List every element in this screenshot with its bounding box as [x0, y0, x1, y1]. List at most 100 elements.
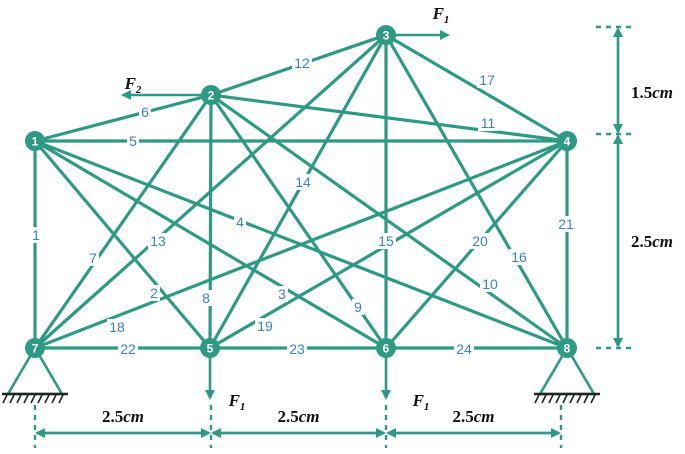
- member-label-13: 13: [150, 233, 166, 249]
- member-label-bg: [509, 249, 529, 265]
- member-16: [384, 33, 569, 350]
- member-label-bg: [470, 233, 490, 249]
- supports-layer: [2, 345, 600, 404]
- node-label: 3: [383, 29, 390, 43]
- ground-hatch: [569, 394, 575, 404]
- member-13: [33, 33, 388, 350]
- node-circle: [376, 338, 396, 358]
- dim-bottom-2: 2.5cm: [277, 407, 319, 426]
- member-label-5: 5: [129, 133, 137, 149]
- ground-hatch: [555, 394, 561, 404]
- member-label-1: 1: [32, 227, 40, 243]
- ground-hatch: [548, 394, 554, 404]
- node-circle: [376, 25, 396, 45]
- member-label-3: 3: [278, 286, 286, 302]
- member-label-bg: [118, 341, 138, 357]
- member-label-bg: [30, 227, 42, 243]
- ground-hatch: [44, 394, 50, 404]
- ground-hatch: [2, 394, 8, 404]
- node-circle: [557, 131, 577, 151]
- dim-bottom-1: 2.5cm: [102, 407, 144, 426]
- force-label: F1: [432, 4, 450, 26]
- member-label-bg: [352, 299, 364, 315]
- member-label-2: 2: [150, 285, 158, 301]
- node-5: 5: [200, 338, 220, 358]
- member-label-22: 22: [120, 341, 136, 357]
- node-8: 8: [557, 338, 577, 358]
- support-node-8: [534, 345, 600, 404]
- member-label-21: 21: [558, 216, 574, 232]
- node-label: 6: [383, 342, 390, 356]
- ground-hatch: [583, 394, 589, 404]
- ground-hatch: [37, 394, 43, 404]
- member-label-bg: [376, 233, 396, 249]
- member-label-4: 4: [236, 214, 244, 230]
- ground-hatch: [23, 394, 29, 404]
- member-label-bg: [276, 286, 288, 302]
- member-label-9: 9: [354, 299, 362, 315]
- node-3: 3: [376, 25, 396, 45]
- member-label-23: 23: [289, 341, 305, 357]
- member-label-18: 18: [109, 319, 125, 335]
- member-label-19: 19: [257, 318, 273, 334]
- member-label-11: 11: [481, 115, 496, 131]
- ground-hatch: [534, 394, 540, 404]
- node-circle: [25, 131, 45, 151]
- member-label-20: 20: [472, 233, 488, 249]
- member-label-bg: [200, 290, 212, 306]
- member-2: [33, 139, 212, 350]
- member-label-bg: [107, 319, 127, 335]
- member-label-bg: [292, 55, 312, 71]
- member-6: [33, 93, 213, 143]
- ground-hatch: [30, 394, 36, 404]
- ground-hatch: [576, 394, 582, 404]
- node-7: 7: [25, 338, 45, 358]
- ground-hatch: [9, 394, 15, 404]
- member-11: [209, 93, 569, 143]
- node-label: 5: [207, 342, 214, 356]
- member-label-14: 14: [295, 174, 311, 190]
- member-label-8: 8: [202, 290, 210, 306]
- node-label: 1: [32, 135, 39, 149]
- ground-hatch: [590, 394, 596, 404]
- member-label-6: 6: [141, 104, 149, 120]
- member-17: [384, 33, 569, 143]
- dim-right-1: 1.5cm: [631, 83, 673, 102]
- force-label: F1: [412, 391, 430, 413]
- node-4: 4: [557, 131, 577, 151]
- member-label-bg: [293, 174, 313, 190]
- node-circle: [201, 85, 221, 105]
- member-label-bg: [477, 72, 497, 88]
- member-label-bg: [127, 133, 139, 149]
- member-14: [208, 33, 388, 350]
- member-18: [33, 139, 569, 350]
- member-label-bg: [287, 341, 307, 357]
- member-label-24: 24: [456, 341, 472, 357]
- node-2: 2: [201, 85, 221, 105]
- member-label-bg: [148, 233, 168, 249]
- node-label: 4: [564, 135, 571, 149]
- node-1: 1: [25, 131, 45, 151]
- member-label-bg: [454, 341, 474, 357]
- node-circle: [557, 338, 577, 358]
- member-label-bg: [87, 250, 99, 266]
- member-label-7: 7: [89, 250, 97, 266]
- member-label-bg: [478, 115, 498, 131]
- ground-hatch: [58, 394, 64, 404]
- node-circle: [200, 338, 220, 358]
- ground-hatch: [562, 394, 568, 404]
- ground-hatch: [16, 394, 22, 404]
- node-label: 8: [564, 342, 571, 356]
- member-label-bg: [234, 214, 246, 230]
- dim-right-2: 2.5cm: [631, 232, 673, 251]
- member-label-15: 15: [378, 233, 394, 249]
- member-label-bg: [556, 216, 576, 232]
- node-circle: [25, 338, 45, 358]
- node-6: 6: [376, 338, 396, 358]
- ground-hatch: [541, 394, 547, 404]
